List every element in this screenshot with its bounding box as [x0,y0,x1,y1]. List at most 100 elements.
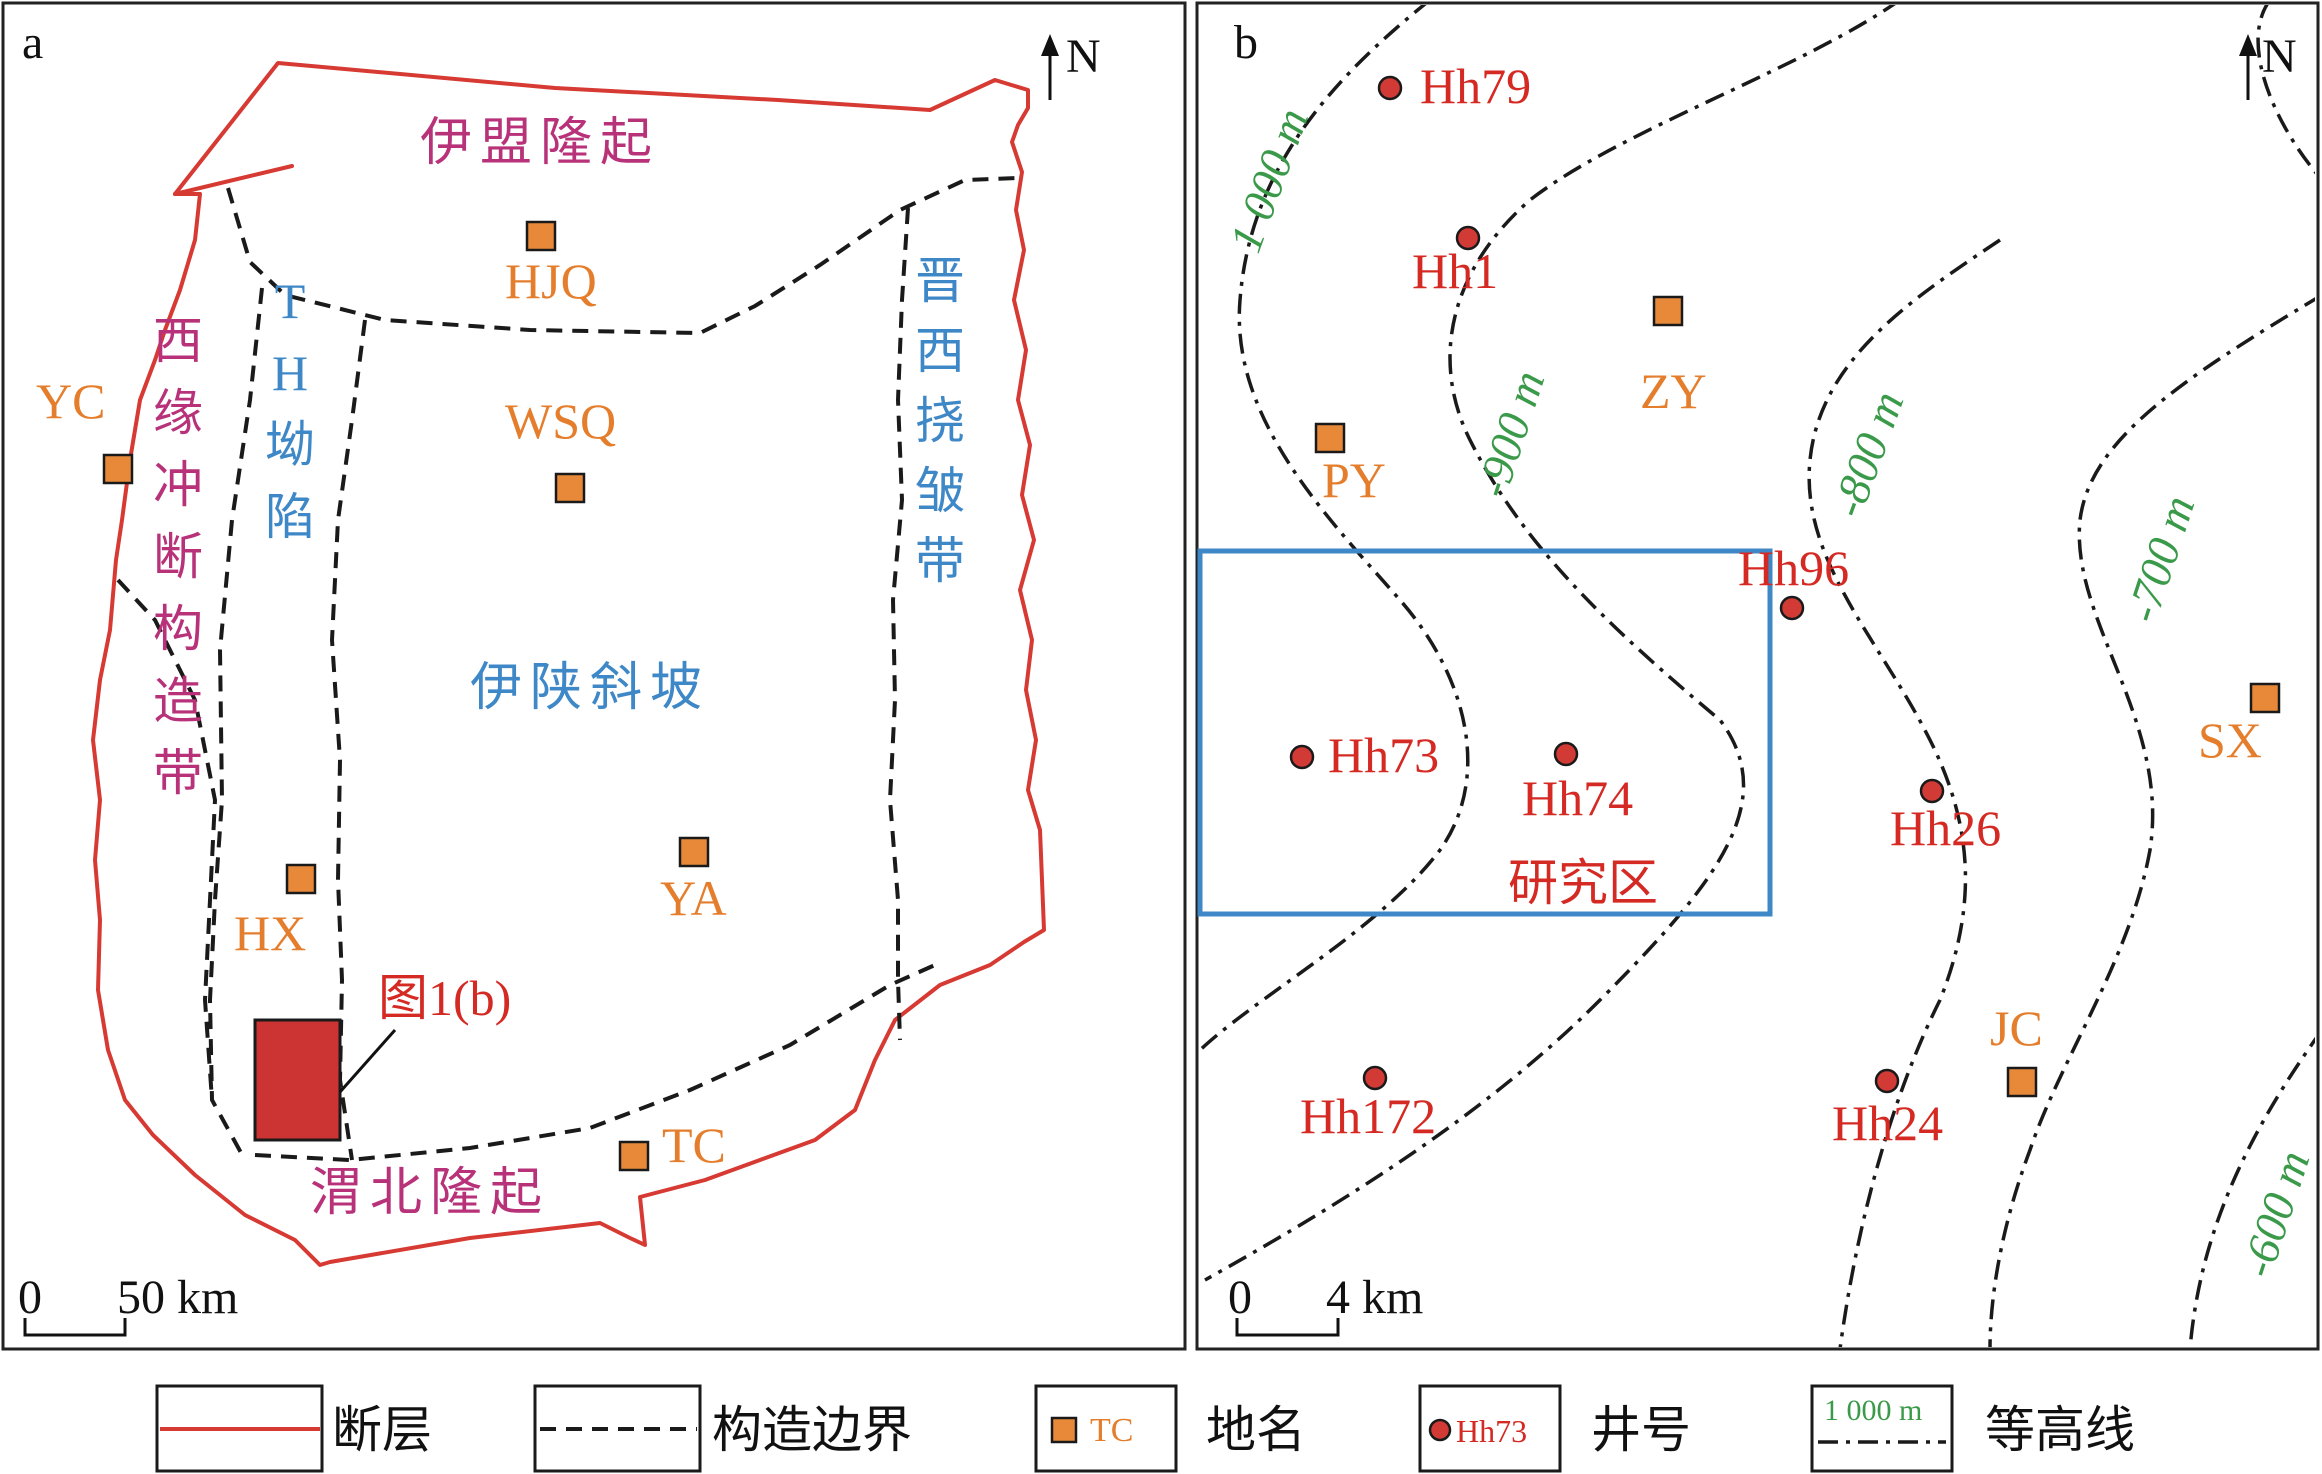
well-label-hh24: Hh24 [1832,1095,1943,1151]
place-yc: YC [36,373,134,485]
region-char-jinxi: 晋 [915,253,965,309]
legend-contour: 1 000 m 等高线 [1810,1384,2135,1473]
north-label-a: N [1066,30,1101,83]
legend-place-label: 地名 [1206,1402,1306,1458]
inset-box [253,1018,342,1142]
place-label-yc: YC [36,373,105,429]
north-label-b: N [2262,30,2297,83]
region-char-xiyuan: 断 [153,529,203,585]
well-hh24: Hh24 [1832,1068,1943,1151]
region-char-jinxi: 西 [915,323,965,379]
region-char-xiyuan: 缘 [153,385,203,441]
legend-well-sample: Hh73 [1456,1413,1527,1449]
contour-800 [1807,238,2001,1347]
place-label-py: PY [1322,452,1386,508]
place-label-zy: ZY [1640,363,1707,419]
place-hjq: HJQ [505,220,597,309]
legend: 断层 构造边界 TC 地名 Hh73 井号 1 000 m 等高线 [155,1384,2135,1473]
region-yishan: 伊陕斜坡 [470,660,710,717]
place-label-hjq: HJQ [505,253,597,309]
inset-leader [338,1029,397,1093]
place-tc: TC [618,1117,726,1173]
scale-bar-b: 0 4 km [1228,1271,1423,1337]
legend-well-label: 井号 [1591,1402,1691,1458]
place-label-hx: HX [234,905,306,961]
region-char-xiyuan: 构 [153,601,203,657]
north-arrow-b: N [2239,30,2297,100]
well-hh172: Hh172 [1300,1065,1436,1144]
boundary-west-outer [116,578,218,1101]
boundary-yimeng-south [226,176,1019,336]
well-hh26: Hh26 [1890,778,2001,856]
panel-b: b N 1 000 m -900 m -800 m -700 m -600 m … [1195,1,2320,1351]
contour-600 [2188,1036,2315,1347]
contour-northeast [2256,5,2315,175]
place-wsq: WSQ [505,393,616,504]
well-hh1: Hh1 [1412,225,1498,299]
panel-b-frame [1195,1,2320,1351]
panel-a-label: a [22,16,43,69]
boundary-south [254,963,936,1163]
region-char-xiyuan: 造 [153,673,203,729]
scale-zero-b: 0 [1228,1271,1252,1324]
region-char-xiyuan: 西 [153,313,203,369]
well-label-hh74: Hh74 [1522,770,1633,826]
legend-place-sample: TC [1090,1412,1133,1449]
boundary-jinxi-west [887,207,910,1041]
contour-1000 [1199,5,1470,1054]
region-char-jinxi: 挠 [915,393,965,449]
legend-fault-label: 断层 [332,1402,432,1458]
place-label-ya: YA [660,870,727,926]
region-char-jinxi: 皱 [915,463,965,519]
place-ya: YA [660,836,727,926]
boundary-th-west [207,287,264,1161]
contour-900 [1204,5,1896,1282]
region-char-th: 坳 [265,417,315,473]
legend-well: Hh73 井号 [1418,1384,1691,1473]
place-label-tc: TC [662,1117,726,1173]
scale-value-b: 4 km [1326,1271,1423,1324]
region-yimeng: 伊盟隆起 [420,115,660,172]
well-hh96: Hh96 [1738,540,1849,621]
scale-zero-a: 0 [18,1271,42,1324]
place-jc: JC [1990,1000,2043,1098]
panel-b-label: b [1234,16,1258,69]
well-label-hh79: Hh79 [1420,58,1531,114]
place-label-jc: JC [1990,1000,2043,1056]
well-label-hh1: Hh1 [1412,243,1498,299]
well-label-hh73: Hh73 [1328,727,1439,783]
contour-700 [1988,297,2315,1347]
north-arrow-a: N [1041,30,1101,100]
legend-place: TC 地名 [1034,1384,1306,1473]
legend-boundary-label: 构造边界 [712,1402,912,1458]
region-char-th: T [275,273,306,329]
legend-contour-label: 等高线 [1985,1402,2135,1458]
well-hh74: Hh74 [1522,741,1633,826]
region-char-th: 陷 [265,489,315,545]
scale-value-a: 50 km [117,1271,238,1324]
place-py: PY [1314,422,1386,508]
region-char-jinxi: 带 [915,533,965,589]
place-label-sx: SX [2198,712,2262,768]
legend-fault: 断层 [155,1384,432,1473]
well-hh73: Hh73 [1289,727,1439,783]
fault-nw-tip [173,164,294,196]
place-label-wsq: WSQ [505,393,616,449]
scale-bar-a: 0 50 km [18,1271,238,1337]
region-char-xiyuan: 带 [153,745,203,801]
place-sx: SX [2198,682,2281,768]
inset-label: 图1(b) [378,970,511,1026]
well-label-hh96: Hh96 [1738,540,1849,596]
region-weibei: 渭北隆起 [310,1165,550,1222]
well-label-hh26: Hh26 [1890,800,2001,856]
legend-boundary: 构造边界 [533,1384,912,1473]
place-hx: HX [234,863,317,961]
well-label-hh172: Hh172 [1300,1088,1436,1144]
legend-contour-sample: 1 000 m [1824,1394,1922,1427]
region-char-xiyuan: 冲 [153,457,203,513]
